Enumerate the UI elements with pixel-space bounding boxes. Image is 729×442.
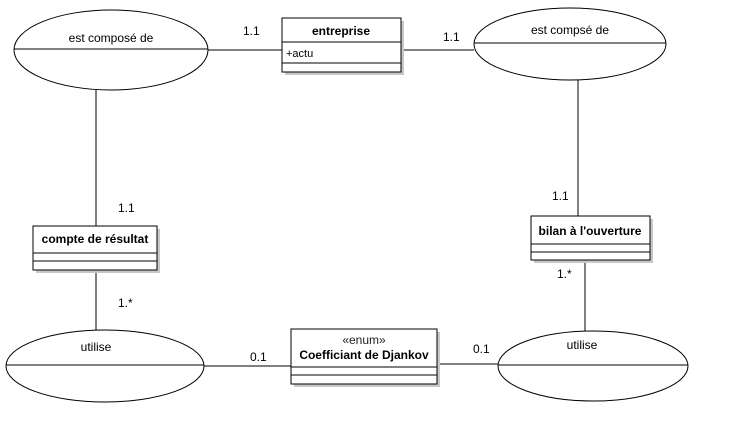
association-ellipse	[13, 9, 209, 91]
class-name: Coefficiant de Djankov	[299, 348, 429, 362]
association-label: est composé de	[69, 31, 154, 45]
class-attribute: +actu	[286, 48, 313, 60]
association-label: utilise	[81, 340, 112, 354]
class-compte-de-resultat[interactable]: compte de résultat	[32, 225, 160, 273]
association-label: utilise	[567, 338, 598, 352]
class-coefficiant-de-djankov[interactable]: «enum» Coefficiant de Djankov	[290, 328, 440, 387]
class-box	[530, 215, 651, 261]
class-box	[32, 225, 158, 271]
class-stereotype: «enum»	[342, 333, 386, 347]
multiplicity-coeff-right: 0.1	[473, 342, 490, 356]
class-name: entreprise	[312, 24, 370, 38]
class-entreprise[interactable]: entreprise +actu	[281, 17, 404, 75]
class-name: compte de résultat	[42, 232, 149, 246]
multiplicity-bilan-top: 1.1	[552, 189, 569, 203]
association-left-top[interactable]: est composé de	[13, 9, 209, 91]
class-bilan-a-l-ouverture[interactable]: bilan à l'ouverture	[530, 215, 653, 263]
association-left-bottom[interactable]: utilise	[5, 329, 205, 403]
multiplicity-entreprise-right: 1.1	[443, 30, 460, 44]
multiplicity-compte-bottom: 1.*	[118, 296, 133, 310]
association-ellipse	[473, 7, 667, 81]
association-right-top[interactable]: est compsé de	[473, 7, 667, 81]
multiplicity-bilan-bottom: 1.*	[557, 267, 572, 281]
connectors	[95, 49, 586, 367]
association-label: est compsé de	[531, 23, 609, 37]
multiplicity-entreprise-left: 1.1	[243, 24, 260, 38]
association-right-bottom[interactable]: utilise	[497, 330, 689, 402]
association-ellipse	[497, 330, 689, 402]
multiplicity-labels: 1.1 1.1 1.1 1.* 1.1 1.* 0.1 0.1	[118, 24, 572, 364]
multiplicity-compte-top: 1.1	[118, 201, 135, 215]
association-ellipse	[5, 329, 205, 403]
multiplicity-coeff-left: 0.1	[250, 350, 267, 364]
class-name: bilan à l'ouverture	[539, 224, 642, 238]
